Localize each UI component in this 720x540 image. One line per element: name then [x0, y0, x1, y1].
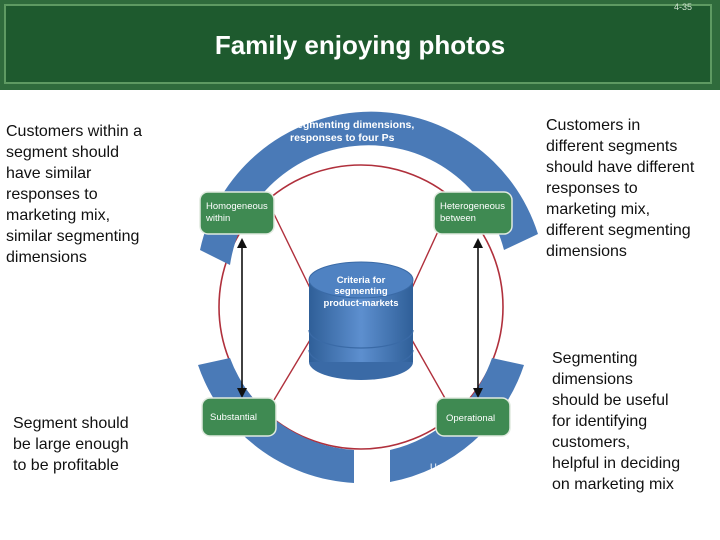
top-arc-band: [200, 111, 538, 266]
center-label-line1: Criteria for: [337, 275, 386, 286]
text-line: segment should: [6, 144, 119, 161]
text-line: on marketing mix: [552, 476, 674, 493]
connector-line-top-left: [273, 213, 311, 289]
center-label-line2: segmenting: [334, 286, 388, 297]
text-line: Segment should: [13, 415, 129, 432]
text-line: dimensions: [552, 371, 633, 388]
title-banner: 4-35 Family enjoying photos: [0, 0, 720, 90]
bottom-right-arc-label-line3: customers: [396, 486, 440, 497]
connector-line-bottom-left: [273, 339, 311, 401]
text-line: to be profitable: [13, 457, 119, 474]
bottom-left-arc-band: [198, 358, 354, 483]
text-line: responses to: [546, 180, 638, 197]
box-homogeneous-line1: Homogeneous: [206, 201, 268, 212]
text-line: customers,: [552, 434, 631, 451]
title-banner-inner: [4, 4, 712, 84]
text-bottom-right: Segmenting dimensions should be useful f…: [552, 348, 717, 495]
arrowhead-down-icon: [473, 388, 483, 398]
center-label-line3: product-markets: [324, 298, 399, 309]
text-top-right: Customers in different segments should h…: [546, 115, 718, 262]
text-line: should be useful: [552, 392, 669, 409]
text-line: Segmenting: [552, 350, 638, 367]
text-line: marketing mix,: [546, 201, 651, 218]
text-line: have similar: [6, 165, 92, 182]
page-title: Family enjoying photos: [214, 30, 506, 60]
connector-line-bottom-right: [411, 339, 447, 401]
text-line: Customers within a: [6, 123, 143, 140]
slide-number: 4-35: [673, 2, 692, 12]
bottom-left-arc-label: Profitable: [240, 467, 289, 479]
box-substantial-label: Substantial: [210, 412, 257, 423]
bottom-right-arc-label-line1: Useful for: [430, 462, 471, 473]
box-homogeneous-line2: within: [205, 213, 230, 224]
center-criteria-cylinder: Criteria for segmenting product-markets: [308, 261, 414, 380]
text-line: dimensions: [6, 249, 87, 266]
bottom-right-arc-label-line2: identifying: [418, 474, 461, 485]
text-line: dimensions: [546, 243, 627, 260]
text-line: marketing mix,: [6, 207, 111, 224]
text-top-left: Customers within a segment should have s…: [6, 121, 181, 268]
text-line: Customers in: [546, 117, 641, 134]
box-operational: Operational: [435, 397, 511, 437]
text-bottom-left: Segment should be large enough to be pro…: [13, 413, 178, 476]
segmentation-criteria-diagram: Segmenting dimensions, responses to four…: [198, 111, 538, 497]
text-line: should have different: [546, 159, 695, 176]
top-arc-label-line1: Segmenting dimensions,: [290, 119, 414, 131]
arrowhead-up-icon: [473, 238, 483, 248]
arrowhead-down-icon: [237, 388, 247, 398]
box-heterogeneous-between: Heterogeneous between: [433, 191, 513, 235]
box-substantial: Substantial: [201, 397, 277, 437]
text-line: different segments: [546, 138, 678, 155]
text-line: helpful in deciding: [552, 455, 681, 472]
box-operational-label: Operational: [446, 413, 495, 424]
arrowhead-up-icon: [237, 238, 247, 248]
box-heterogeneous-line2: between: [440, 213, 476, 224]
text-line: responses to: [6, 186, 98, 203]
text-line: be large enough: [13, 436, 129, 453]
top-arc-label-line2: responses to four Ps: [290, 132, 395, 144]
text-line: similar segmenting: [6, 228, 140, 245]
box-homogeneous-within: Homogeneous within: [199, 191, 275, 235]
text-line: different segmenting: [546, 222, 691, 239]
text-line: for identifying: [552, 413, 648, 430]
outer-red-circle: [218, 164, 504, 450]
box-heterogeneous-line1: Heterogeneous: [440, 201, 505, 212]
